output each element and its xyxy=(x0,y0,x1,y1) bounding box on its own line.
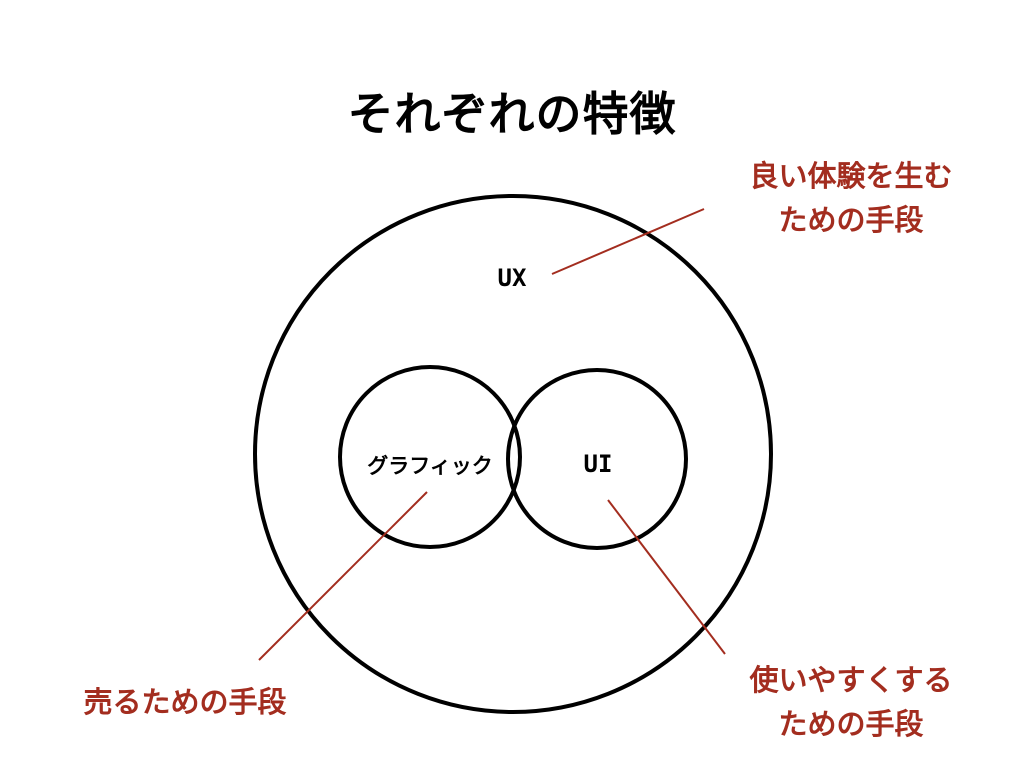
ux-callout-line1: 良い体験を生む xyxy=(749,159,953,193)
page-title: それぞれの特徴 xyxy=(347,87,677,141)
ux-label: UX xyxy=(497,264,527,292)
ui-circle xyxy=(506,368,688,550)
ux-callout: 良い体験を生む ための手段 xyxy=(726,154,976,242)
graphic-circle xyxy=(338,365,522,549)
ux-outer-circle xyxy=(253,194,773,714)
ux-callout-line2: ための手段 xyxy=(778,203,924,237)
graphic-callout: 売るための手段 xyxy=(60,680,310,724)
graphic-callout-line xyxy=(258,491,428,661)
graphic-label: グラフィック xyxy=(367,454,493,478)
ui-callout-line1: 使いやすくする xyxy=(749,663,953,697)
ui-callout: 使いやすくする ための手段 xyxy=(726,658,976,746)
graphic-callout-line1: 売るための手段 xyxy=(83,685,287,719)
ui-callout-line2: ための手段 xyxy=(778,707,924,741)
ux-callout-line xyxy=(551,208,705,275)
ui-callout-line xyxy=(607,499,726,655)
ui-label: UI xyxy=(583,450,613,478)
